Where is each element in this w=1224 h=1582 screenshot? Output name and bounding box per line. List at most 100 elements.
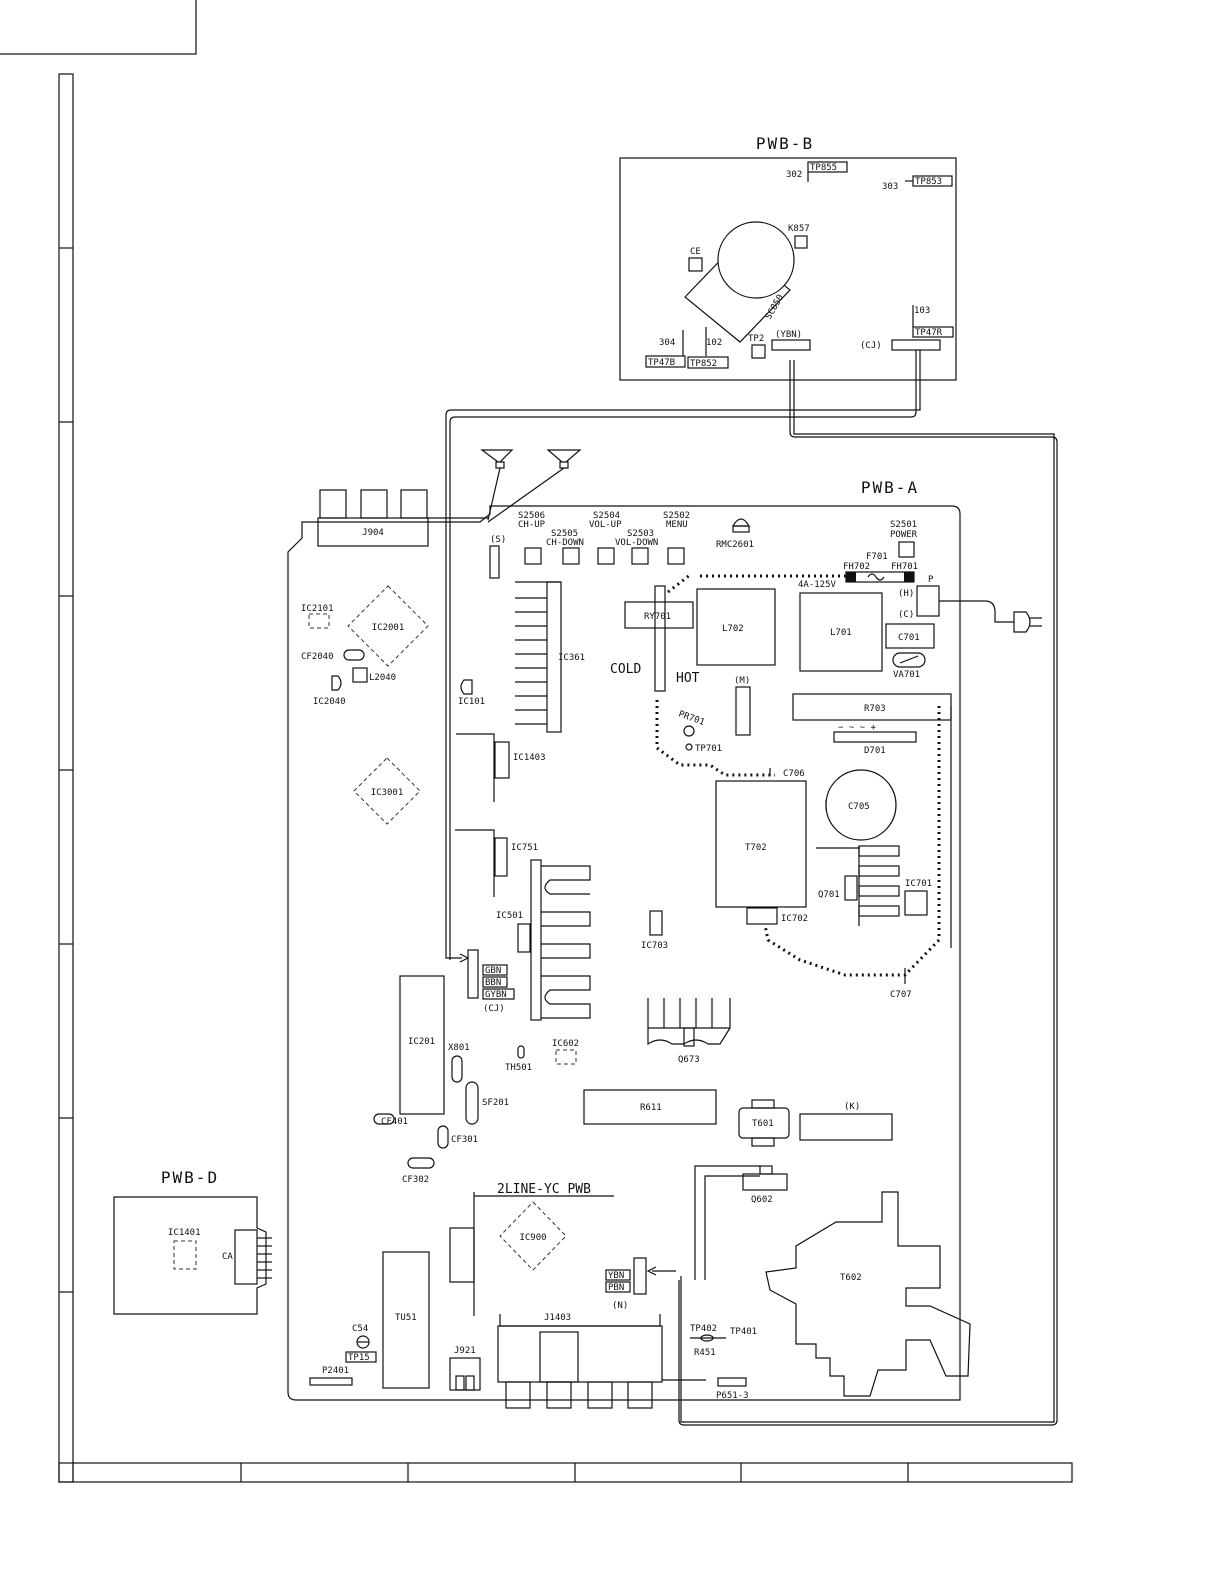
label-s-conn: (S) [490, 535, 506, 545]
label-j1403: J1403 [544, 1313, 571, 1323]
label-r451: R451 [694, 1348, 716, 1358]
label-ic361: IC361 [558, 653, 585, 663]
label-j921: J921 [454, 1346, 476, 1356]
label-cj-a: (CJ) [483, 1004, 505, 1014]
label-q673: Q673 [678, 1055, 700, 1065]
label-x801: X801 [448, 1043, 470, 1053]
label-bbn: BBN [485, 978, 501, 988]
label-j904: J904 [362, 528, 384, 538]
label-gbn: GBN [485, 966, 501, 976]
label-ic1403: IC1403 [513, 753, 546, 763]
label-tp401: TP401 [730, 1327, 757, 1337]
label-ic101: IC101 [458, 697, 485, 707]
label-ic702: IC702 [781, 914, 808, 924]
label-ic2101: IC2101 [301, 604, 334, 614]
label-ca: CA [222, 1252, 233, 1262]
label-r611: R611 [640, 1103, 662, 1113]
label-k857: K857 [788, 224, 810, 234]
label-pbn: PBN [608, 1283, 624, 1293]
label-s2505: S2505 [551, 529, 578, 539]
page-frame [0, 0, 1073, 1483]
label-hot: HOT [676, 671, 700, 686]
label-l702: L702 [722, 624, 744, 634]
label-vol-down: VOL-DOWN [615, 538, 658, 548]
pwb-d-board: PWB-D IC1401 CA [113, 1168, 272, 1315]
label-tp47b: TP47B [648, 358, 675, 368]
label-ch-up: CH-UP [518, 520, 546, 530]
label-ic1401: IC1401 [168, 1228, 201, 1238]
label-103: 103 [914, 306, 930, 316]
label-c701: C701 [898, 633, 920, 643]
label-sf201: SF201 [482, 1098, 509, 1108]
label-cf2040: CF2040 [301, 652, 334, 662]
label-304: 304 [659, 338, 675, 348]
label-ic900: IC900 [519, 1233, 546, 1243]
label-tp47r: TP47R [915, 328, 943, 338]
label-tp402: TP402 [690, 1324, 717, 1334]
label-t601: T601 [752, 1119, 774, 1129]
label-tp852: TP852 [690, 359, 717, 369]
label-ic501: IC501 [496, 911, 523, 921]
label-s2506: S2506 [518, 511, 545, 521]
label-p651-3: P651-3 [716, 1391, 749, 1401]
label-c54: C54 [352, 1324, 368, 1334]
label-rmc2601: RMC2601 [716, 540, 754, 550]
label-menu: MENU [666, 520, 688, 530]
label-s2501: S2501 [890, 520, 917, 530]
label-tp855: TP855 [810, 163, 837, 173]
label-c705: C705 [848, 802, 870, 812]
label-p: P [928, 575, 934, 585]
label-fuse-rating: 4A-125V [798, 580, 837, 590]
label-n-conn: (N) [612, 1301, 628, 1311]
label-c707: C707 [890, 990, 912, 1000]
label-tp2: TP2 [748, 334, 764, 344]
label-va701: VA701 [893, 670, 920, 680]
label-th501: TH501 [505, 1063, 532, 1073]
label-303: 303 [882, 182, 898, 192]
label-q602: Q602 [751, 1195, 773, 1205]
label-m: (M) [734, 676, 750, 686]
label-ic201: IC201 [408, 1037, 435, 1047]
label-fh701: FH701 [891, 562, 918, 572]
label-ch-down: CH-DOWN [546, 538, 584, 548]
label-102: 102 [706, 338, 722, 348]
label-ybn-b: (YBN) [775, 330, 802, 340]
label-cj-b: (CJ) [860, 341, 882, 351]
label-l2040: L2040 [369, 673, 396, 683]
label-ybn: YBN [608, 1271, 624, 1281]
label-302: 302 [786, 170, 802, 180]
label-c: (C) [898, 610, 914, 620]
interconnect-cables [445, 350, 1058, 1426]
label-tu51: TU51 [395, 1313, 417, 1323]
label-cold: COLD [610, 662, 641, 677]
label-d701-marks: − ~ ~ + [838, 723, 877, 733]
label-r703: R703 [864, 704, 886, 714]
label-c706: C706 [783, 769, 805, 779]
label-s2503: S2503 [627, 529, 654, 539]
label-p2401: P2401 [322, 1366, 349, 1376]
label-ic602: IC602 [552, 1039, 579, 1049]
label-h: (H) [898, 589, 914, 599]
label-d701: D701 [864, 746, 886, 756]
label-f701: F701 [866, 552, 888, 562]
label-q701: Q701 [818, 890, 840, 900]
pwb-b-board: PWB-B 302 TP855 303 TP853 K857 CE SC850 … [619, 134, 957, 381]
label-l701: L701 [830, 628, 852, 638]
label-power: POWER [890, 530, 918, 540]
label-k: (K) [844, 1102, 860, 1112]
label-s2504: S2504 [593, 511, 620, 521]
label-cf302: CF302 [402, 1175, 429, 1185]
pwb-d-title: PWB-D [161, 1168, 219, 1187]
label-gybn: GYBN [485, 990, 507, 1000]
label-t702: T702 [745, 843, 767, 853]
label-fh702: FH702 [843, 562, 870, 572]
label-ic3001: IC3001 [371, 788, 404, 798]
label-ic751: IC751 [511, 843, 538, 853]
label-vol-up: VOL-UP [589, 520, 622, 530]
pwb-b-title: PWB-B [756, 134, 814, 153]
label-pr701: PR701 [677, 709, 706, 728]
pwb-a-board: PWB-A J904 S2506 CH-UP S2505 CH-DOWN S25… [287, 449, 1042, 1409]
label-tp853: TP853 [915, 177, 942, 187]
label-tp15: TP15 [348, 1353, 370, 1363]
